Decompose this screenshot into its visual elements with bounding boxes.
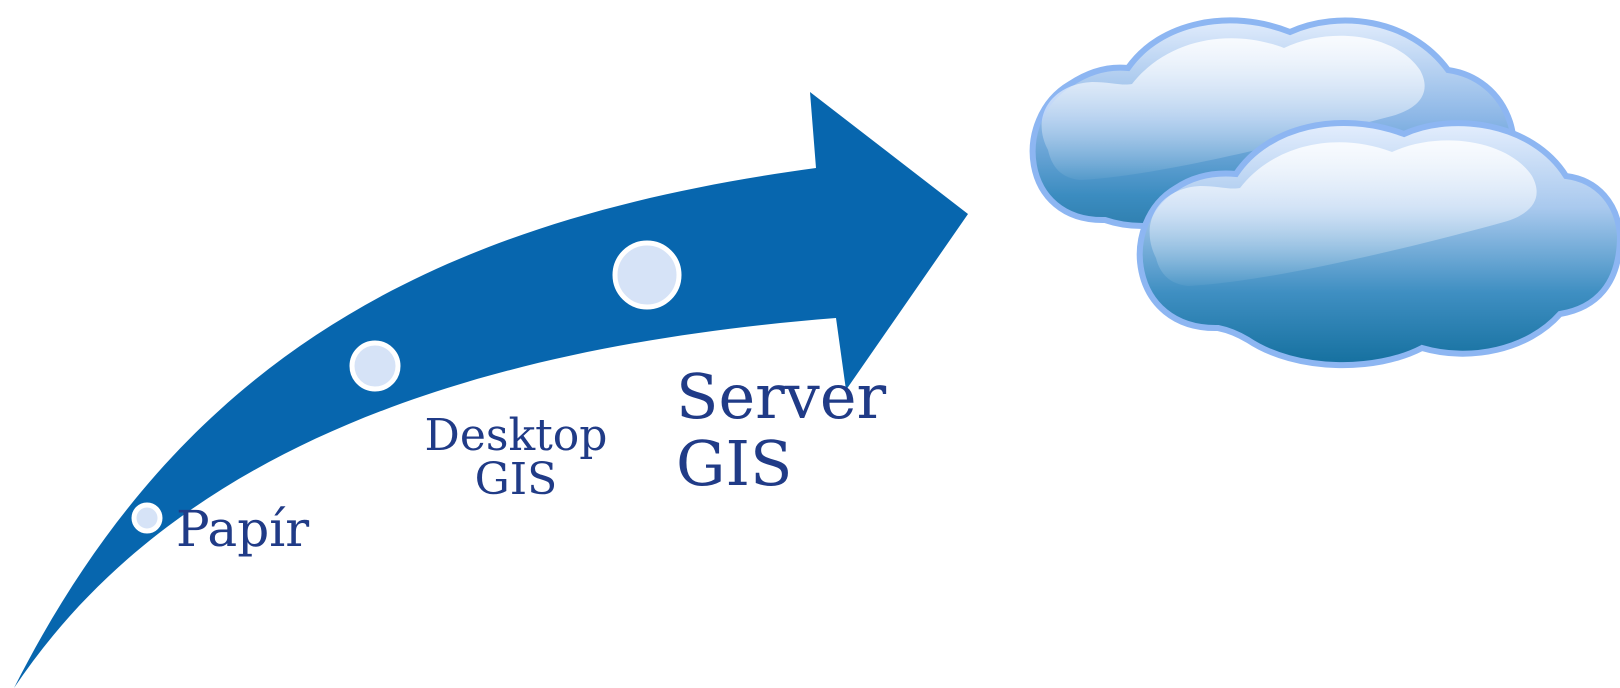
progress-arrow <box>14 92 968 688</box>
stage-label-server-line-1: Server <box>676 360 887 433</box>
stage-label-paper-line-1: Papír <box>176 500 310 558</box>
milestone-server-marker <box>612 240 682 310</box>
stage-label-paper: Papír <box>176 504 309 554</box>
stage-label-server: Server GIS <box>676 360 887 500</box>
stage-label-desktop-line-1: Desktop <box>424 410 608 461</box>
stage-label-desktop: Desktop GIS <box>420 414 612 502</box>
milestone-paper-marker <box>131 502 163 534</box>
stage-label-desktop-line-2: GIS <box>474 454 558 505</box>
cloud-icon <box>1029 17 1620 369</box>
stage-label-server-line-2: GIS <box>676 426 793 500</box>
milestone-desktop-marker <box>349 340 401 392</box>
cloud-front-shape <box>1136 120 1620 369</box>
